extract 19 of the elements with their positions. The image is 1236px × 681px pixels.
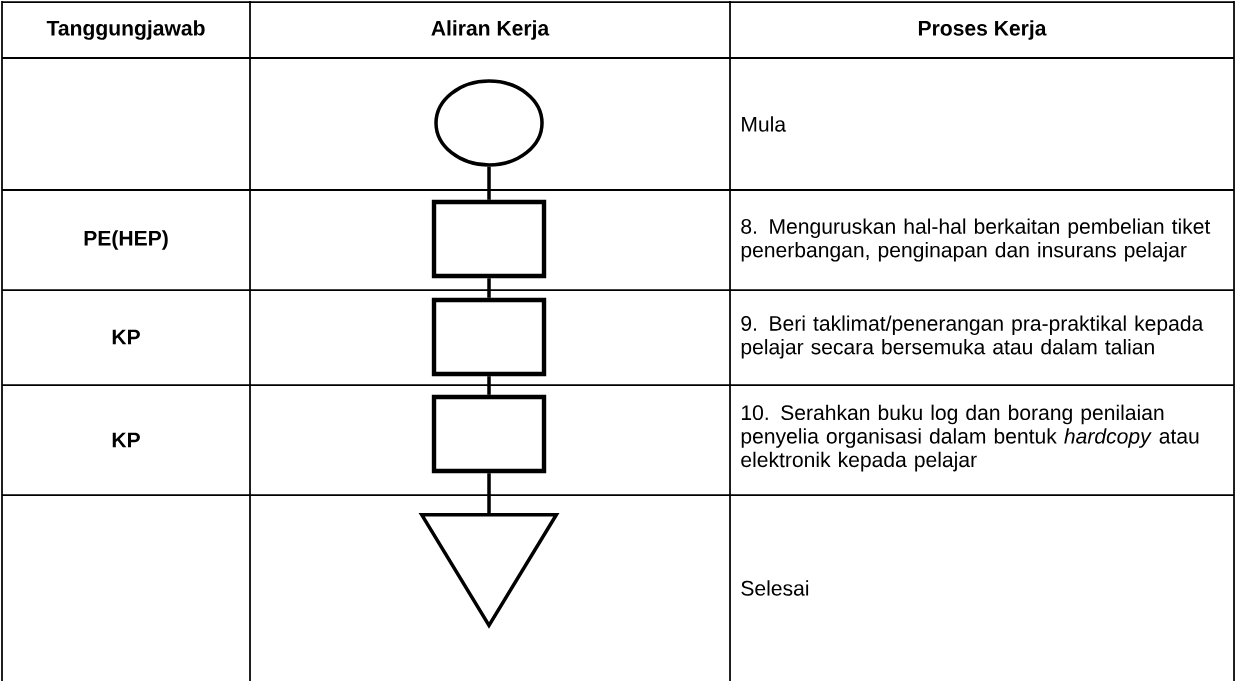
step-text: 10. Serahkan buku log dan borang penilaian penyelia organisasi dalam bentuk hardcopy atau elektronik kepada pelajar <box>741 404 1199 472</box>
process-box <box>431 394 547 474</box>
step-text: Selesai <box>741 580 809 596</box>
role-text: KP <box>112 432 140 448</box>
column-header: Proses Kerja <box>918 20 1047 40</box>
process-box <box>431 297 547 377</box>
connector-line <box>487 278 491 298</box>
step-text: 8. Menguruskan hal-hal berkaitan pembelian tiket penerbangan, penginapan dan insurans pelajar <box>741 218 1211 262</box>
role-text: PE(HEP) <box>84 230 168 250</box>
start-oval <box>434 79 544 167</box>
role-text: KP <box>112 329 140 345</box>
step-text: Mula <box>742 116 787 132</box>
process-box <box>431 199 547 279</box>
column-header: Aliran Kerja <box>431 20 550 40</box>
connector-line <box>487 473 491 515</box>
step-text: 9. Beri taklimat/penerangan pra-praktikal kepada pelajar secara bersemuka atau dalam talian <box>741 315 1204 359</box>
connector-line <box>487 376 491 395</box>
connector-line <box>487 166 491 200</box>
column-header: Tanggungjawab <box>46 20 205 40</box>
